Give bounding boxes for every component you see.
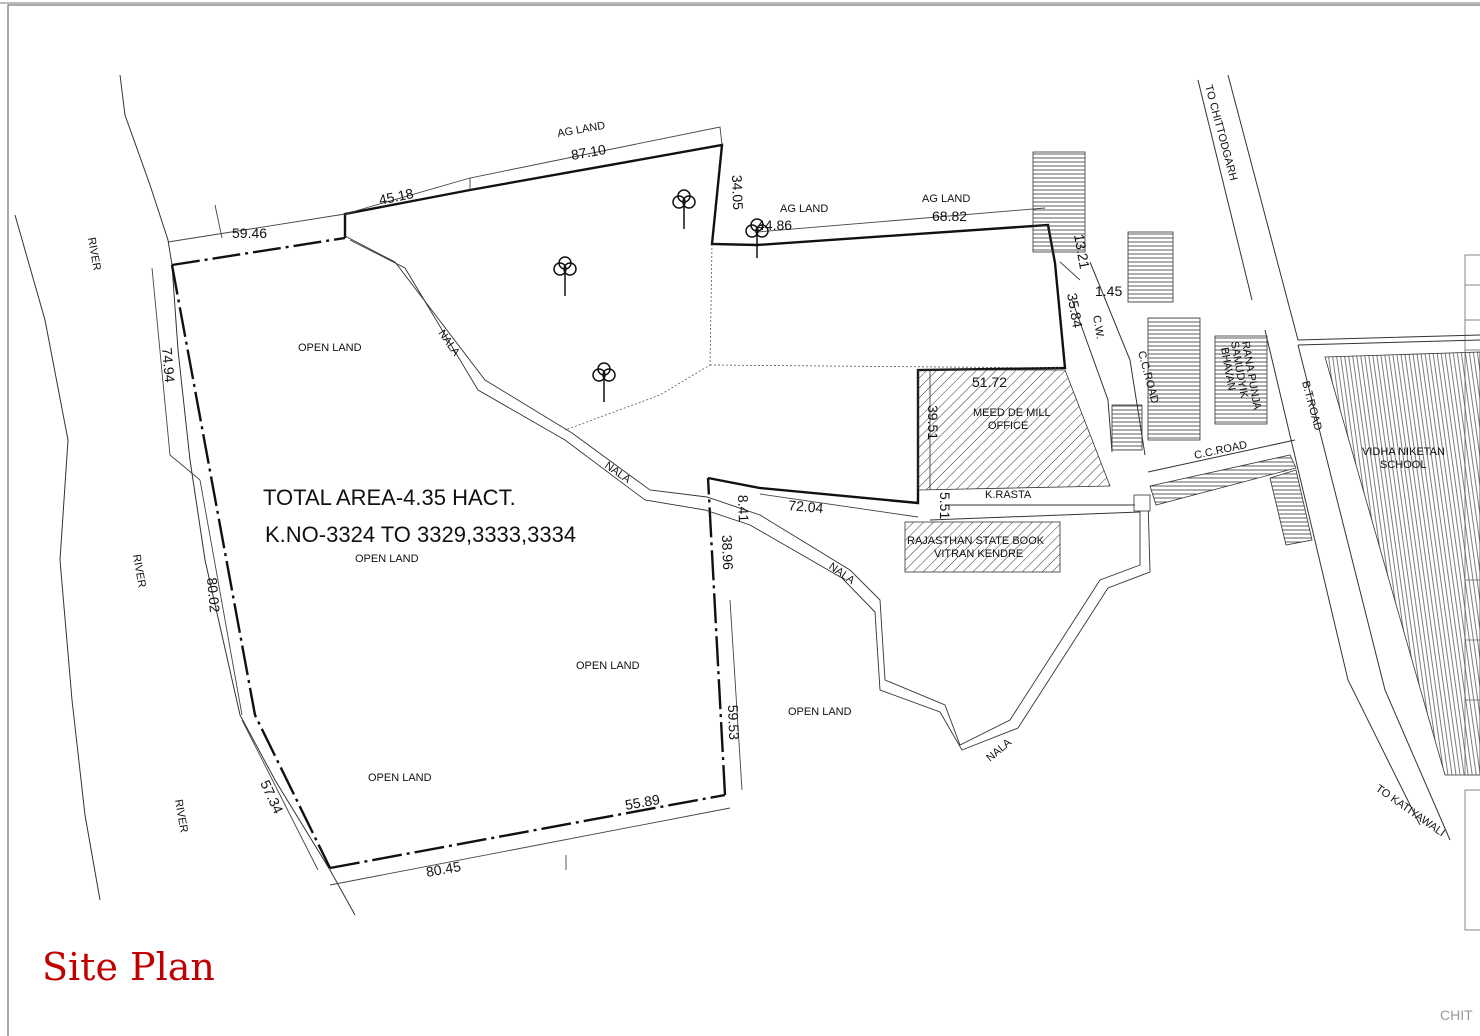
- open-land-label-2: OPEN LAND: [355, 553, 419, 565]
- dim-38-96: 38.96: [719, 535, 736, 571]
- dim-44-86: 44.86: [757, 217, 792, 233]
- dim-72-04: 72.04: [788, 497, 825, 516]
- open-land-label-3: OPEN LAND: [576, 660, 640, 672]
- ag-land-label-3: AG LAND: [922, 193, 970, 205]
- open-land-label-4: OPEN LAND: [788, 706, 852, 718]
- river-label-1: RIVER: [85, 236, 103, 271]
- to-katiyawali-label: TO KATIYAWALI: [1373, 783, 1447, 840]
- hatched-structures: [904, 151, 1480, 776]
- dim-59-46: 59.46: [232, 225, 267, 241]
- river-label-2: RIVER: [130, 553, 148, 588]
- total-area-label: TOTAL AREA-4.35 HACT.: [263, 485, 516, 510]
- title-block-edge: [1464, 254, 1480, 931]
- book-kendre-label-1: RAJASTHAN STATE BOOK: [907, 535, 1045, 547]
- dim-74-94: 74.94: [159, 347, 178, 384]
- page-title: Site Plan: [42, 945, 215, 989]
- tree-icon: [553, 189, 769, 402]
- dim-68-82: 68.82: [932, 208, 967, 224]
- bt-road-label: B.T.ROAD: [1299, 380, 1324, 432]
- river-label-3: RIVER: [172, 798, 190, 833]
- dim-57-34: 57.34: [257, 778, 286, 817]
- nala-drain: [344, 235, 1151, 751]
- internal-boundaries: [564, 243, 1063, 431]
- khasra-numbers-label: K.NO-3324 TO 3329,3333,3334: [265, 522, 576, 547]
- dim-13-21: 13.21: [1071, 233, 1093, 270]
- meed-mill-label-2: OFFICE: [988, 420, 1028, 432]
- nala-label-4: NALA: [984, 736, 1014, 764]
- dim-5-51: 5.51: [937, 492, 953, 519]
- dim-39-51: 39.51: [925, 405, 941, 440]
- meed-mill-label-1: MEED DE MILL: [973, 407, 1051, 419]
- sheet-border: [7, 4, 1480, 1036]
- dim-35-84: 35.84: [1064, 292, 1086, 329]
- dim-80-45: 80.45: [425, 858, 462, 880]
- k-rasta-label: K.RASTA: [985, 489, 1032, 501]
- dim-8-41: 8.41: [735, 495, 752, 523]
- school-label-2: SCHOOL: [1380, 459, 1426, 471]
- corner-text: CHIT: [1440, 1007, 1473, 1023]
- cw-label: C.W.: [1090, 314, 1106, 340]
- meed-mill-office-block: [917, 369, 1111, 491]
- dimension-lines: [151, 126, 1081, 886]
- roads: [929, 74, 1480, 841]
- nala-label-1: NALA: [436, 328, 463, 359]
- nala-label-2: NALA: [602, 460, 633, 487]
- school-campus: [1324, 351, 1480, 776]
- dim-51-72: 51.72: [972, 374, 1007, 390]
- book-kendre-block: [904, 521, 1061, 573]
- dim-1-45: 1.45: [1095, 283, 1122, 299]
- school-label-1: VIDHA NIKETAN: [1362, 446, 1445, 458]
- dim-87-10: 87.10: [570, 141, 607, 163]
- dim-55-89: 55.89: [624, 791, 661, 813]
- dim-45-18: 45.18: [377, 185, 415, 208]
- river-banks: [14, 74, 356, 916]
- dim-59-53: 59.53: [725, 705, 742, 741]
- dim-80-02: 80.02: [204, 577, 223, 614]
- to-chittodgarh-label: TO CHITTODGARH: [1202, 84, 1239, 182]
- open-land-label-1: OPEN LAND: [298, 342, 362, 354]
- open-land-label-5: OPEN LAND: [368, 772, 432, 784]
- cc-road-label-2: C.C.ROAD: [1193, 439, 1248, 462]
- book-kendre-label-2: VITRAN KENDRE: [934, 548, 1023, 560]
- dim-34-05: 34.05: [729, 175, 746, 211]
- ag-land-label-1: AG LAND: [556, 120, 606, 140]
- ag-land-label-2: AG LAND: [780, 203, 828, 215]
